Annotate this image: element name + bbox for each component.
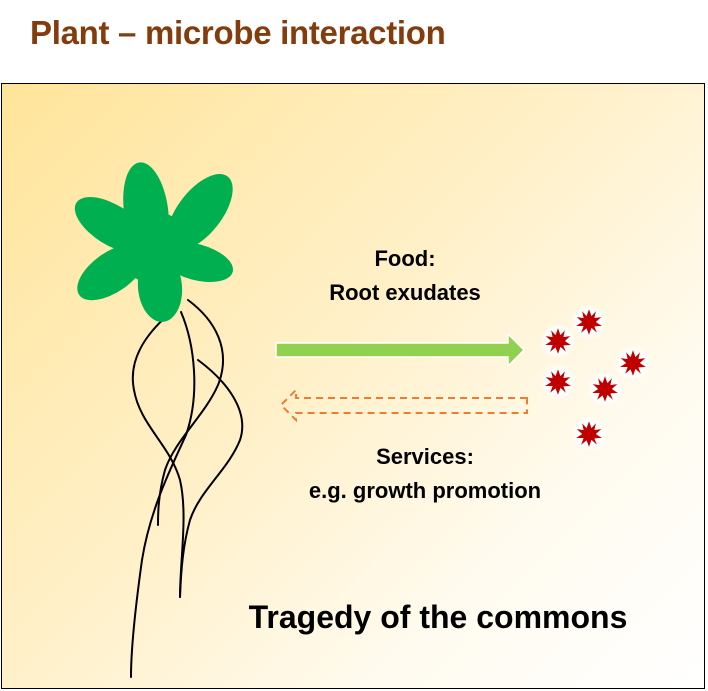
microbe — [620, 350, 646, 376]
plant-leaves — [74, 162, 233, 322]
food-label-title: Food: — [374, 246, 436, 271]
diagram-panel — [1, 83, 705, 689]
root-1 — [131, 313, 185, 598]
root-2 — [130, 311, 196, 678]
services-label: Services: e.g. growth promotion — [270, 440, 580, 508]
services-label-title: Services: — [376, 444, 474, 469]
microbe — [576, 309, 602, 335]
microbe — [545, 369, 571, 395]
caption-tragedy-of-commons: Tragedy of the commons — [248, 599, 628, 635]
food-label: Food: Root exudates — [300, 242, 510, 310]
microbes — [545, 309, 646, 447]
services-label-detail: e.g. growth promotion — [308, 478, 542, 503]
slide-title: Plant – microbe interaction — [30, 14, 446, 51]
root-3 — [157, 299, 224, 526]
root-4 — [179, 359, 244, 598]
food-arrow — [275, 332, 526, 368]
microbe — [592, 376, 618, 402]
services-arrow — [279, 387, 528, 423]
food-label-detail: Root exudates — [329, 280, 481, 305]
plant-roots — [130, 299, 244, 678]
microbe — [545, 328, 571, 354]
